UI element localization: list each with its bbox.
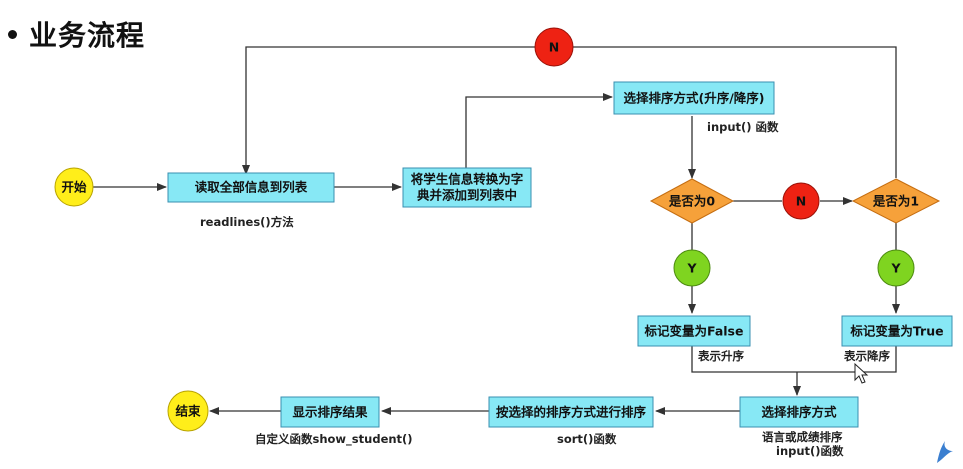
choose-sort-label: 选择排序方式(升序/降序) [624, 91, 765, 106]
custom-func-caption: 自定义函数show_student() [255, 432, 413, 447]
title-block: 业务流程 [8, 14, 145, 54]
read-all-label: 读取全部信息到列表 [195, 180, 308, 195]
yes-left-node: Y [673, 249, 711, 287]
show-result-box [280, 396, 380, 428]
yes-right-label: Y [890, 261, 901, 276]
is-one-label: 是否为1 [872, 194, 919, 209]
flag-true-node: 标记变量为True [841, 315, 953, 347]
logo-mark-icon [937, 441, 953, 463]
end-label: 结束 [175, 404, 201, 419]
no-top-label: N [549, 40, 559, 55]
input-caption: input() 函数 [707, 120, 779, 134]
yes-left-circle [673, 249, 711, 287]
mouse-cursor-icon [854, 362, 869, 384]
read-all-node: 读取全部信息到列表 [167, 172, 335, 203]
convert-label-1: 将学生信息转换为字 [411, 172, 524, 187]
end-node: 结束 [167, 390, 209, 432]
is-zero-label: 是否为0 [668, 194, 716, 209]
flag-true-box [841, 315, 953, 347]
edge-ntop-read [242, 46, 535, 175]
choose-method-box [739, 396, 859, 428]
is-zero-diamond [649, 178, 735, 224]
edge-flags-merge [691, 346, 897, 373]
convert-box [402, 167, 532, 208]
start-node: 开始 [54, 167, 94, 207]
input-caption-2: input()函数 [776, 444, 844, 458]
yes-right-circle [877, 249, 915, 287]
choose-method-label: 选择排序方式 [761, 405, 837, 420]
start-circle [54, 167, 94, 207]
no-top-node: N [534, 27, 574, 67]
convert-node: 将学生信息转换为字 典并添加到列表中 [402, 167, 532, 208]
flag-false-node: 标记变量为False [637, 315, 751, 347]
edge-convert-choose [465, 93, 613, 168]
flag-true-label: 标记变量为True [849, 324, 943, 339]
lang-score-caption: 语言或成绩排序 [762, 430, 843, 444]
no-top-circle [534, 27, 574, 67]
do-sort-label: 按选择的排序方式进行排序 [496, 405, 647, 420]
choose-sort-box [613, 81, 775, 115]
show-result-label: 显示排序结果 [292, 405, 368, 420]
no-mid-circle [782, 182, 820, 220]
end-circle [167, 390, 209, 432]
page-title: 业务流程 [29, 19, 146, 52]
descending-caption: 表示降序 [843, 349, 890, 363]
choose-method-node: 选择排序方式 [739, 396, 859, 428]
edge-isone-ntop [573, 46, 897, 178]
readlines-caption: readlines()方法 [200, 215, 294, 229]
yes-left-label: Y [686, 261, 697, 276]
start-label: 开始 [61, 180, 87, 195]
sort-caption: sort()函数 [557, 432, 617, 446]
convert-label-2: 典并添加到列表中 [417, 188, 517, 203]
no-mid-label: N [796, 194, 806, 209]
yes-right-node: Y [877, 249, 915, 287]
is-one-node: 是否为1 [851, 178, 941, 224]
bullet-icon [8, 29, 17, 39]
no-mid-node: N [782, 182, 820, 220]
choose-sort-node: 选择排序方式(升序/降序) [613, 81, 775, 115]
is-zero-node: 是否为0 [649, 178, 735, 224]
do-sort-node: 按选择的排序方式进行排序 [488, 396, 654, 428]
do-sort-box [488, 396, 654, 428]
read-all-box [167, 172, 335, 203]
ascending-caption: 表示升序 [697, 349, 744, 363]
is-one-diamond [851, 178, 941, 224]
connectors [93, 46, 900, 415]
flag-false-box [637, 315, 751, 347]
flag-false-label: 标记变量为False [644, 324, 744, 339]
show-result-node: 显示排序结果 [280, 396, 380, 428]
